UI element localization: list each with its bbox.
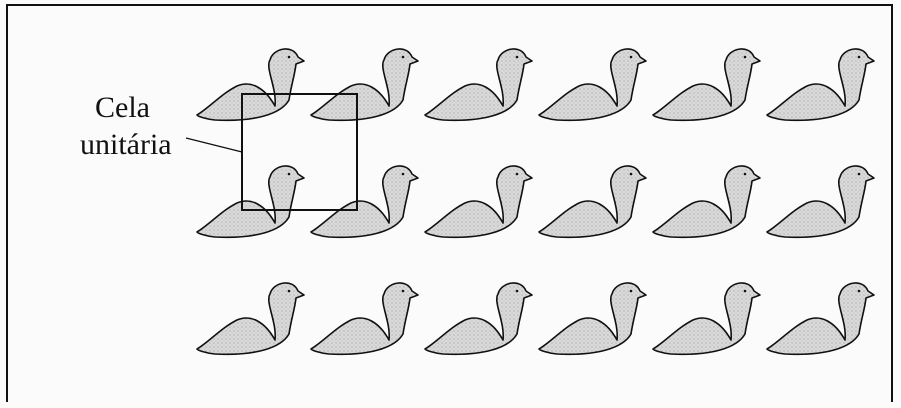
bird-motif	[539, 166, 646, 237]
bird-motif	[197, 49, 304, 120]
bird-motif	[425, 49, 532, 120]
bird-motif	[653, 49, 760, 120]
bird-motif	[653, 166, 760, 237]
bird-motif	[425, 283, 532, 354]
bird-motif	[653, 283, 760, 354]
unit-cell-label-line2: unitária	[80, 130, 172, 160]
bird-motif	[767, 166, 874, 237]
unit-cell-label-line1: Cela	[95, 93, 150, 123]
bird-motif	[539, 283, 646, 354]
bird-motif	[311, 283, 418, 354]
bird-motif	[767, 283, 874, 354]
bird-motif	[539, 49, 646, 120]
bird-motif	[425, 166, 532, 237]
bird-motif	[767, 49, 874, 120]
label-leader-line	[186, 138, 242, 152]
bird-motif	[197, 283, 304, 354]
bird-motif	[197, 166, 304, 237]
bird-motif	[311, 49, 418, 120]
bird-motif	[311, 166, 418, 237]
